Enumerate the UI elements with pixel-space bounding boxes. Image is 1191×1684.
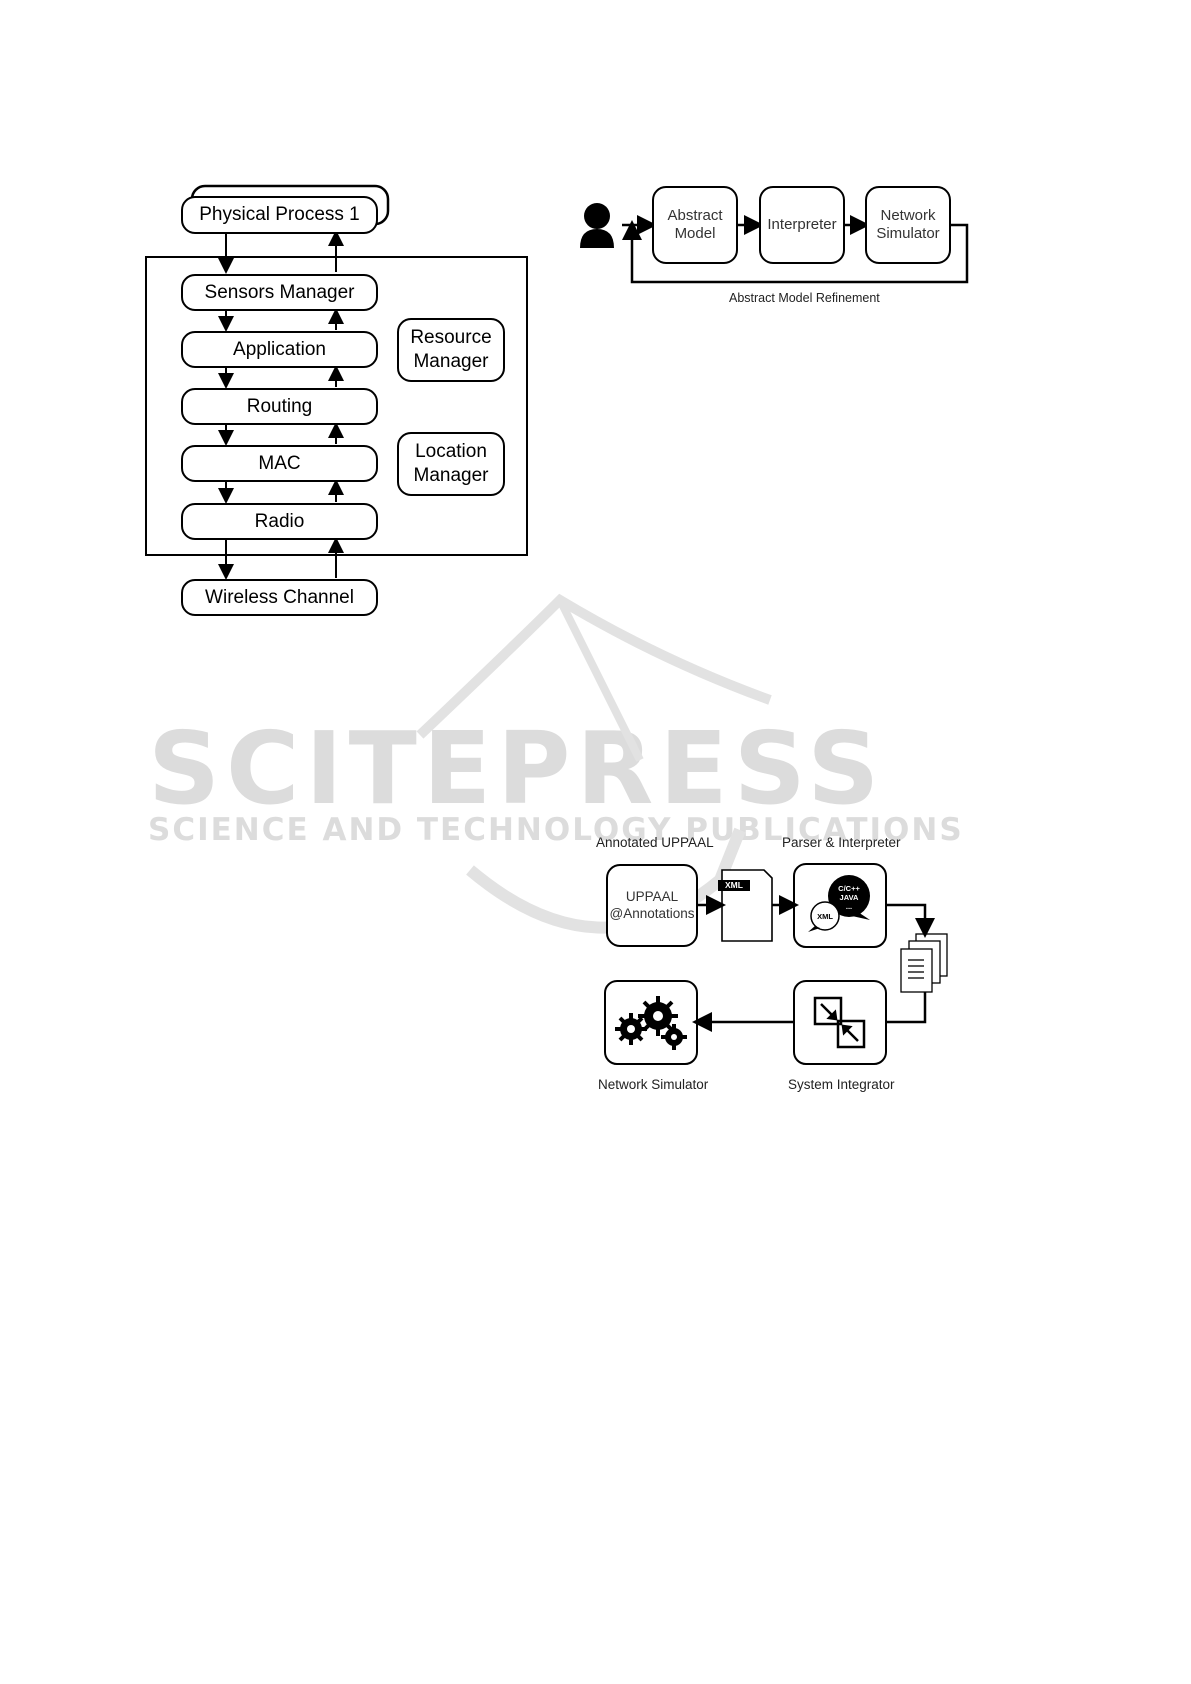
uppaal-annotations-box: UPPAAL @Annotations — [606, 864, 698, 947]
layer-routing: Routing — [181, 388, 378, 425]
user-icon — [580, 203, 614, 248]
network-simulator-box: Network Simulator — [865, 186, 951, 264]
layer-mac: MAC — [181, 445, 378, 482]
node-architecture-diagram: Physical Process 1 Sensors Manager Appli… — [0, 0, 600, 680]
layer-application: Application — [181, 331, 378, 368]
physical-process-box: Physical Process 1 — [181, 196, 378, 234]
wireless-channel-box: Wireless Channel — [181, 579, 378, 616]
refinement-loop-lines — [580, 203, 969, 284]
gears-icon — [615, 996, 687, 1050]
speech-bubbles-icon — [808, 875, 870, 932]
abstract-model-box: Abstract Model — [652, 186, 738, 264]
watermark-subtitle: SCIENCE AND TECHNOLOGY PUBLICATIONS — [148, 812, 964, 848]
resource-manager-box: Resource Manager — [397, 318, 505, 382]
interpreter-box: Interpreter — [759, 186, 845, 264]
watermark-title: SCITEPRESS — [148, 710, 886, 827]
parser-interpreter-label: Parser & Interpreter — [782, 835, 901, 850]
xml-document-icon — [718, 869, 773, 942]
documents-stack-icon — [900, 933, 948, 993]
xml-tag: XML — [725, 880, 743, 890]
layer-radio: Radio — [181, 503, 378, 540]
toolchain-lines — [604, 863, 948, 1065]
layer-sensors-manager: Sensors Manager — [181, 274, 378, 311]
integration-arrows-icon — [813, 996, 866, 1049]
annotated-uppaal-label: Annotated UPPAAL — [596, 835, 714, 850]
network-simulator-label: Network Simulator — [598, 1077, 709, 1092]
location-manager-box: Location Manager — [397, 432, 505, 496]
toolchain-diagram: Annotated UPPAAL Parser & Interpreter UP… — [596, 835, 948, 1092]
language-bubble-text: C/C++ JAVA ... — [838, 884, 860, 911]
refinement-loop-diagram: Abstract Model Interpreter Network Simul… — [0, 0, 1000, 320]
refinement-caption: Abstract Model Refinement — [729, 291, 880, 305]
system-integrator-label: System Integrator — [788, 1077, 895, 1092]
xml-bubble-text: XML — [817, 912, 833, 921]
